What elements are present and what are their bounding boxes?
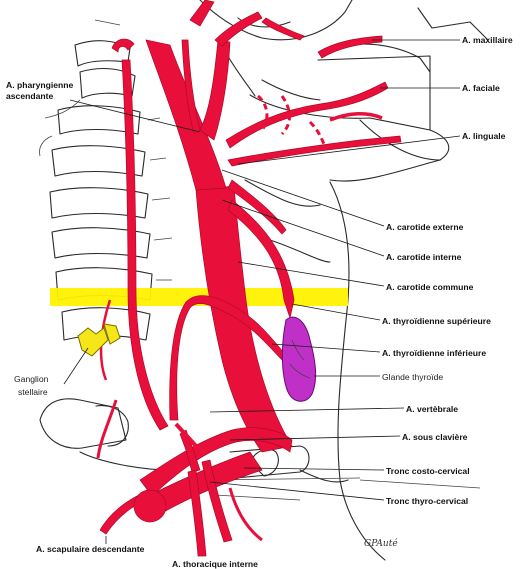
label-superior-thyroid: A. thyroïdienne supérieure: [382, 316, 491, 326]
thyroid-gland: [281, 316, 317, 402]
label-stellate-ganglion-line2: stellaire: [18, 387, 48, 397]
arteries: [96, 0, 402, 557]
costo-cervical-trunk: [201, 459, 233, 543]
maxillary-artery: [317, 35, 383, 59]
artist-signature: GPAuté: [364, 538, 398, 549]
label-internal-thoracic: A. thoracique interne: [172, 559, 258, 569]
label-thyro-cervical-trunk: Tronc thyro-cervical: [386, 496, 468, 506]
ascending-pharyngeal-artery: [181, 39, 201, 135]
label-thyroid-gland: Glande thyroïde: [382, 372, 443, 382]
label-vertebral-artery: A. vertèbrale: [406, 404, 458, 414]
vertebral-artery: [121, 59, 169, 431]
label-ascending-pharyngeal-line2: ascendante: [6, 91, 54, 101]
neck-contour: [244, 179, 481, 561]
label-subclavian-artery: A. sous clavière: [402, 432, 468, 442]
label-descending-scapular: A. scapulaire descendante: [36, 544, 145, 554]
label-common-carotid: A. carotide commune: [386, 282, 474, 292]
internal-carotid-artery: [145, 39, 227, 191]
label-facial-artery: A. faciale: [462, 83, 500, 93]
label-ascending-pharyngeal-line1: A. pharyngienne: [6, 80, 74, 90]
label-external-carotid: A. carotide externe: [386, 222, 464, 232]
internal-thoracic-artery: [187, 469, 207, 557]
diagram-labels: A. maxillaire A. faciale A. linguale A. …: [6, 35, 513, 569]
label-leader-lines: [63, 39, 461, 544]
subclavian-artery: [139, 427, 293, 497]
label-maxillary-artery: A. maxillaire: [462, 35, 513, 45]
label-stellate-ganglion-line1: Ganglion: [14, 374, 49, 384]
label-lingual-artery: A. linguale: [462, 131, 506, 141]
stellate-ganglion: [77, 323, 121, 357]
label-internal-carotid: A. carotide interne: [386, 252, 462, 262]
label-costo-cervical-trunk: Tronc costo-cervical: [386, 466, 470, 476]
label-inferior-thyroid: A. thyroïdienne inférieure: [382, 348, 486, 358]
lingual-artery: [227, 135, 402, 167]
external-carotid-artery: [199, 39, 231, 141]
